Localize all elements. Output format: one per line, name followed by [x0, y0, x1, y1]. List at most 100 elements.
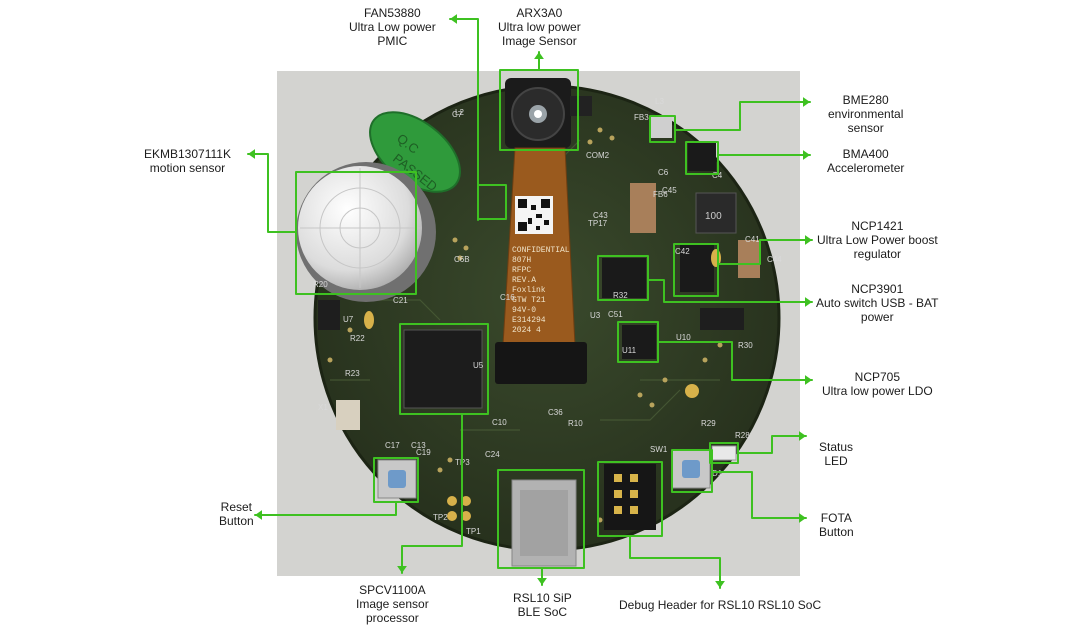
label-line: Accelerometer [827, 161, 905, 175]
label-line: SPCV1100A [359, 583, 426, 597]
label-line: BME280 [842, 93, 889, 107]
callout-arrowhead [803, 150, 810, 160]
label-line: FOTA [820, 511, 852, 525]
callout-ncp1421 [673, 235, 813, 297]
silkscreen-label: C17 [385, 441, 400, 450]
label-line: NCP705 [854, 370, 901, 384]
callout-bme280 [649, 97, 811, 143]
debug-header-pins [614, 474, 638, 514]
callout-arrow-line [711, 471, 807, 519]
silkscreen-label: U3 [590, 311, 601, 320]
silkscreen-label: R22 [350, 334, 365, 343]
flex-cable-text-line: CONFIDENTIAL [512, 246, 570, 255]
callout-arrow-line [717, 239, 813, 265]
ncp1421-chip [680, 244, 714, 292]
callout-arrowhead [805, 297, 812, 307]
callout-debug-header [597, 461, 725, 589]
callout-ekmb [247, 149, 417, 295]
label-line: Auto switch USB - BAT [816, 296, 939, 310]
silkscreen-label: TP2 [433, 513, 448, 522]
callout-ncp3901 [597, 255, 813, 307]
callout-arrowhead [799, 431, 806, 441]
label-line: Button [819, 525, 854, 539]
callout-box [685, 141, 719, 175]
silkscreen-label: TP17 [588, 219, 608, 228]
silkscreen-label: C36 [548, 408, 563, 417]
callout-fan53880 [449, 14, 507, 221]
ncp705-chip [622, 325, 656, 359]
label-line: PMIC [377, 34, 408, 48]
flex-cable-text-line: Foxlink [512, 286, 546, 295]
label-line: processor [366, 611, 419, 625]
silkscreen-label: C24 [485, 450, 500, 459]
label-line: regulator [853, 247, 902, 261]
flex-cable-text-line: GTW T21 [512, 296, 546, 305]
capacitor-bank [630, 183, 656, 233]
label-line: Button [219, 514, 254, 528]
silkscreen-label: R32 [613, 291, 628, 300]
callout-arrowhead [534, 52, 544, 59]
silkscreen-label: X1 [318, 403, 328, 412]
silkscreen-label: COM2 [586, 151, 610, 160]
flex-cable-text-line: 807H [512, 256, 531, 265]
silkscreen-label: SW1 [650, 445, 668, 454]
silkscreen-label: R30 [738, 341, 753, 350]
callout-arrowhead [799, 513, 806, 523]
silkscreen-label: C41 [745, 235, 760, 244]
callout-arx3a0 [499, 51, 579, 151]
label-line: NCP3901 [851, 282, 904, 296]
silkscreen-label: C6B [454, 255, 470, 264]
silkscreen-label: C51 [608, 310, 623, 319]
ncp3901-chip [602, 258, 646, 298]
callout-annotations [247, 14, 813, 589]
callout-arrow-line [674, 101, 811, 131]
silkscreen-label: C16 [500, 293, 515, 302]
status-led-component [711, 445, 737, 461]
silkscreen-label: R10 [568, 419, 583, 428]
callout-arrow-line [401, 413, 463, 574]
bma400-chip [688, 143, 716, 171]
callout-arrowhead [397, 566, 407, 573]
callout-reset [254, 457, 419, 520]
callout-arrowhead [805, 375, 812, 385]
silkscreen-label: C6 [658, 168, 669, 177]
camera-module-small [570, 96, 592, 116]
bme280-chip [650, 116, 672, 138]
qr-pattern [518, 199, 550, 231]
flex-cable-text-line: 2024 4 [512, 326, 541, 335]
silkscreen-label: C44 [767, 255, 782, 264]
callout-box [399, 323, 489, 415]
pcb-vias [327, 127, 723, 528]
callout-arrow-line [247, 153, 297, 233]
label-line: EKMB1307111K [144, 147, 231, 161]
callout-arrowhead [803, 97, 810, 107]
silkscreen-label: C13 [411, 441, 426, 450]
silkscreen-label: U10 [676, 333, 691, 342]
label-line: BLE SoC [517, 605, 568, 619]
silkscreen-label: U7 [343, 315, 354, 324]
silkscreen-label: TP1 [466, 527, 481, 536]
flex-cable-text-line: REV.A [512, 276, 536, 285]
label-line: Status [819, 440, 854, 454]
callout-arrowhead [450, 14, 457, 24]
label-debug-header: Debug Header for RSL10 RSL10 SoC [619, 598, 821, 612]
callout-arrow-line [254, 501, 397, 516]
callout-arrowhead [255, 510, 262, 520]
callout-arrow-line [449, 18, 479, 221]
silkscreen-label: U5 [473, 361, 484, 370]
callout-ncp705 [617, 321, 813, 385]
silkscreen-label: R20 [313, 280, 328, 289]
